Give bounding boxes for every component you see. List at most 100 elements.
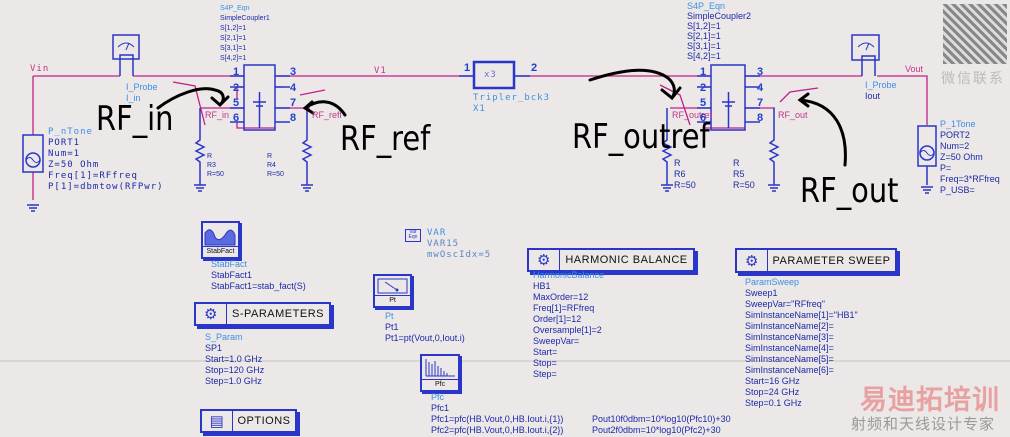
controller-label: PARAMETER SWEEP (772, 254, 891, 267)
param: PORT2 (940, 130, 970, 140)
param: PORT1 (48, 138, 81, 148)
pin-number: 2 (700, 82, 707, 94)
coupler2-params[interactable]: S4P_Eqn SimpleCoupler2 S[1,2]=1 S[2,1]=1… (687, 1, 751, 61)
tripler-box (472, 60, 516, 90)
s-parameters-controller[interactable]: ⚙ S-PARAMETERS (194, 302, 331, 326)
parameter-sweep-controller[interactable]: ⚙ PARAMETER SWEEP (735, 248, 897, 273)
param: Step= (533, 369, 557, 379)
param: R=50 (674, 180, 696, 190)
param: SimInstanceName[3]= (745, 332, 834, 342)
param: Start=1.0 GHz (205, 354, 263, 364)
qr-code (943, 4, 1007, 64)
handwritten-rf-ref: RF_ref (340, 119, 431, 159)
param: Pfc2=pfc(HB.Vout,0,HB.Iout.i,{2}) (431, 425, 564, 435)
pin-number: 8 (290, 112, 297, 124)
spectrum-icon (425, 359, 455, 377)
sweep-gears-icon: ⚙ (737, 250, 768, 271)
component-name: SimpleCoupler2 (687, 11, 752, 21)
param: S[2,1]=1 (687, 31, 721, 41)
param: SweepVar="RFfreq" (745, 299, 826, 309)
component-name: SimpleCoupler1 (220, 15, 270, 22)
icon-caption: StabFact (203, 246, 238, 257)
component-type: Pt (385, 311, 394, 321)
pin-number: 5 (700, 97, 707, 109)
sparam-params[interactable]: S_Param SP1 Start=1.0 GHz Stop=120 GHz S… (205, 332, 264, 387)
net-label-rf-out: RF_out (778, 110, 808, 120)
param: Start= (533, 347, 558, 357)
stabfact-params[interactable]: StabFact StabFact1 StabFact1=stab_fact(S… (211, 259, 306, 292)
component-name: R5 (733, 169, 745, 179)
param: R=50 (207, 171, 224, 178)
pt-icon[interactable]: Pt (373, 274, 412, 308)
param: P[1]=dbmtow(RFPwr) (48, 182, 164, 192)
pfc-params[interactable]: Pfc Pfc1 Pfc1=pfc(HB.Vout,0,HB.Iout.i,{1… (431, 392, 563, 436)
param: Num=2 (940, 141, 970, 151)
param: R=50 (733, 180, 755, 190)
component-name: StabFact1 (211, 270, 253, 280)
stabfact-icon[interactable]: StabFact (201, 221, 240, 259)
param: P_USB= (940, 185, 975, 195)
param: S[1,2]=1 (687, 21, 721, 31)
pin-number: 2 (531, 62, 538, 74)
param: P= (940, 163, 952, 173)
param: MaxOrder=12 (533, 292, 589, 302)
icon-caption: Pfc (422, 379, 458, 390)
gears-icon: ⚙ (196, 304, 227, 324)
component-type: P_nTone (48, 127, 93, 137)
param: Z=50 Ohm (48, 160, 100, 170)
component-name: R4 (267, 162, 276, 169)
net-label-rf-outref: RF_outref (672, 110, 713, 120)
component-name: Pt1 (385, 322, 399, 332)
controller-label: HARMONIC BALANCE (565, 254, 688, 266)
var-icon[interactable]: Var Eqn (405, 229, 421, 242)
coupler2-box (710, 64, 746, 131)
hb-params[interactable]: HarmonicBalance HB1 MaxOrder=12 Freq[1]=… (533, 270, 604, 380)
tripler-symbol: x3 (484, 70, 497, 80)
probe-out-label[interactable]: I_Probe Iout (865, 80, 897, 102)
probe-in-label[interactable]: I_Probe I_in (126, 82, 158, 104)
component-type: P_1Tone (940, 119, 976, 129)
component-name: VAR15 (427, 239, 460, 249)
qr-caption: 微信联系 (941, 71, 1005, 87)
component-name: Iout (865, 91, 881, 101)
icon-caption: Pt (375, 295, 410, 306)
component-type: I_Probe (865, 80, 897, 90)
component-type: S4P_Eqn (687, 1, 726, 11)
pout-equations[interactable]: Pout10f0dbm=10*log10(Pfc10)+30 Pout2f0db… (592, 414, 731, 436)
component-name: R6 (674, 169, 686, 179)
pt-params[interactable]: Pt Pt1 Pt1=pt(Vout,0,Iout.i) (385, 311, 465, 344)
param: SimInstanceName[4]= (745, 343, 834, 353)
param: S[4,2]=1 (687, 51, 721, 61)
param: Stop=24 GHz (745, 387, 800, 397)
port1-params[interactable]: P_nTone PORT1 Num=1 Z=50 Ohm Freq[1]=RFf… (48, 127, 164, 193)
pfc-icon[interactable]: Pfc (420, 354, 460, 392)
param: Step=0.1 GHz (745, 398, 802, 408)
pin-number: 4 (290, 82, 297, 94)
component-name: SP1 (205, 343, 223, 353)
pin-number: 1 (233, 66, 240, 78)
pin-number: 7 (290, 97, 297, 109)
param: Step=1.0 GHz (205, 376, 262, 386)
component-name: HB1 (533, 281, 551, 291)
pin-number: 7 (757, 97, 764, 109)
pin-number: 1 (464, 62, 471, 74)
pin-number: 6 (700, 112, 707, 124)
param: S[1,2]=1 (220, 25, 247, 32)
port2-params[interactable]: P_1Tone PORT2 Num=2 Z=50 Ohm P= Freq=3*R… (940, 119, 1000, 196)
options-controller[interactable]: ▤ OPTIONS (200, 409, 297, 433)
var-block[interactable]: VAR VAR15 mwOscIdx=5 (427, 228, 491, 261)
pin-number: 3 (290, 66, 297, 78)
param: S[3,1]=1 (220, 45, 247, 52)
component-type: ParamSweep (745, 277, 800, 287)
harmonic-balance-controller[interactable]: ⚙ HARMONIC BALANCE (527, 248, 695, 272)
tripler-label[interactable]: Tripler_bck3 X1 (473, 93, 550, 115)
sweep-params[interactable]: ParamSweep Sweep1 SweepVar="RFfreq" SimI… (745, 277, 858, 409)
coupler1-params[interactable]: S4P_Eqn SimpleCoupler1 S[1,2]=1 S[2,1]=1… (220, 4, 270, 64)
param: Pfc1=pfc(HB.Vout,0,HB.Iout.i,{1}) (431, 414, 564, 424)
net-label-vout: Vout (905, 64, 924, 74)
